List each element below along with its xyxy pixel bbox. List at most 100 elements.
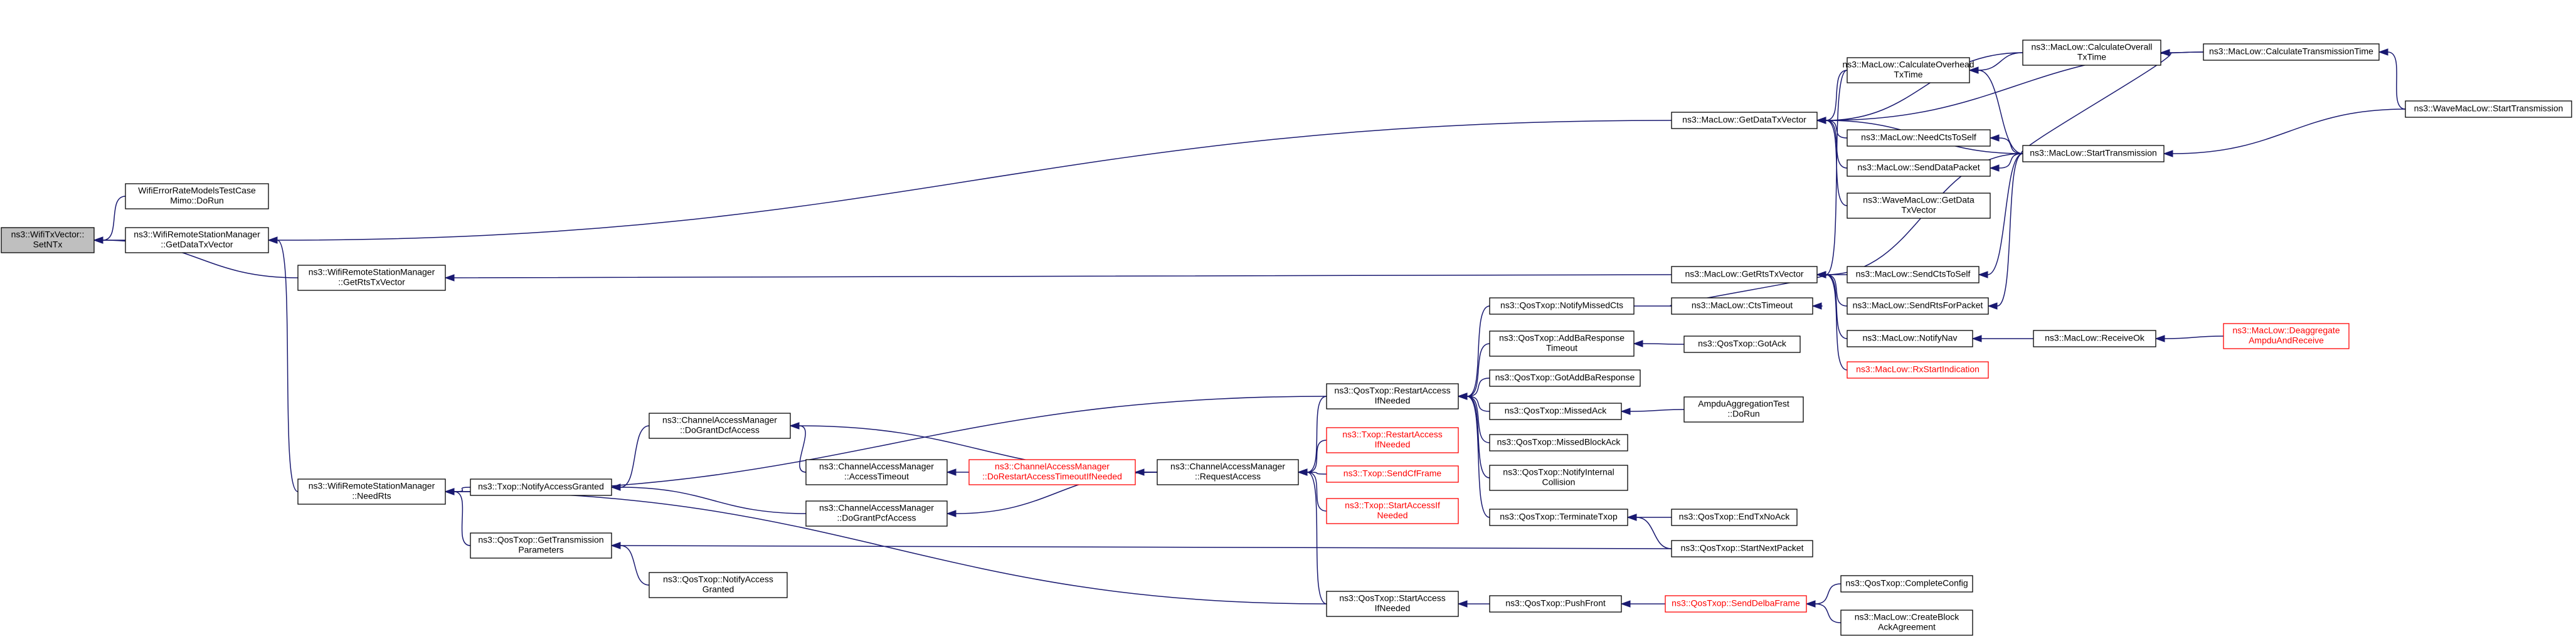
node-ns3-qostxop-senddelbaframe[interactable]: ns3::QosTxop::SendDelbaFrame [1665,595,1807,613]
node-ns3-qostxop-notifyaccess-granted[interactable]: ns3::QosTxop::NotifyAccessGranted [649,572,788,598]
node-ns3-channelaccessmanager-accesstimeout[interactable]: ns3::ChannelAccessManager::AccessTimeout [805,459,948,485]
arrowhead [1297,468,1308,476]
node-label: Collision [1542,477,1576,487]
edge-n43-to-n4 [444,488,471,546]
node-label: ns3::MacLow::NotifyNav [1863,333,1958,343]
node-ns3-wifiremotestationmanager-getdatatxvector[interactable]: ns3::WifiRemoteStationManager::GetDataTx… [125,227,269,253]
node-label: IfNeeded [1375,603,1411,613]
node-box [1671,540,1813,557]
node-ns3-maclow-sendrtsforpacket[interactable]: ns3::MacLow::SendRtsForPacket [1847,297,1989,315]
node-ns3-maclow-receiveok[interactable]: ns3::MacLow::ReceiveOk [2033,330,2156,347]
node-ns3-qostxop-terminatetxop[interactable]: ns3::QosTxop::TerminateTxop [1489,509,1628,526]
node-box [1489,297,1635,315]
node-label: ns3::MacLow::CalculateOverhead [1842,60,1974,70]
edge-line [2172,108,2406,154]
node-ampduaggregationtest-dorun[interactable]: AmpduAggregationTest::DoRun [1683,396,1804,423]
edge-line [1466,396,1490,478]
node-ns3-qostxop-missedack[interactable]: ns3::QosTxop::MissedAck [1489,403,1622,420]
node-ns3-txop-notifyaccessgranted[interactable]: ns3::Txop::NotifyAccessGranted [470,478,612,496]
edge-line [1307,440,1327,473]
edge-n14-to-n5 [1816,117,1848,206]
node-ns3-qostxop-endtxnoack[interactable]: ns3::QosTxop::EndTxNoAck [1671,509,1798,526]
node-ns3-maclow-sendctstoself[interactable]: ns3::MacLow::SendCtsToSelf [1847,266,1980,283]
edge-n45-to-n37 [1297,468,1327,605]
node-ns3-qostxop-completeconfig[interactable]: ns3::QosTxop::CompleteConfig [1840,575,1973,593]
node-label: ns3::ChannelAccessManager [1170,462,1285,472]
node-box [1665,595,1807,613]
node-ns3-maclow-senddatapacket[interactable]: ns3::MacLow::SendDataPacket [1847,159,1991,177]
node-ns3-qostxop-gotack[interactable]: ns3::QosTxop::GotAck [1683,335,1801,353]
node-label: ns3::QosTxop::RestartAccess [1334,386,1450,396]
arrowhead [610,542,621,549]
arrowhead [1811,302,1822,310]
node-ns3-channelaccessmanager-dograntpcfaccess[interactable]: ns3::ChannelAccessManager::DoGrantPcfAcc… [805,500,948,527]
node-ns3-maclow-needctstoself[interactable]: ns3::MacLow::NeedCtsToSelf [1847,129,1991,147]
node-box [1847,57,1970,83]
edge-line [1825,120,1848,139]
node-ns3-wifitxvector-setntx[interactable]: ns3::WifiTxVector::SetNTx [1,227,95,253]
node-ns3-wavemaclow-starttransmission[interactable]: ns3::WaveMacLow::StartTransmission [2405,100,2572,118]
node-ns3-maclow-ctstimeout[interactable]: ns3::MacLow::CtsTimeout [1671,297,1813,315]
edge-n38-to-n39 [946,468,969,476]
node-label: AckAgreement [1878,622,1936,632]
arrowhead [1805,600,1816,608]
node-label: ns3::QosTxop::StartAccess [1339,593,1446,603]
arrowhead [1978,271,1988,278]
node-label: ns3::MacLow::SendCtsToSelf [1856,269,1971,279]
edge-n28-to-n33 [1457,393,1490,443]
edge-line [798,425,807,473]
node-ns3-wifiremotestationmanager-needrts[interactable]: ns3::WifiRemoteStationManager::NeedRts [297,478,446,505]
node-ns3-maclow-notifynav[interactable]: ns3::MacLow::NotifyNav [1847,330,1973,347]
edge-line [1825,70,1848,121]
node-ns3-wifiremotestationmanager-getrtstxvector[interactable]: ns3::WifiRemoteStationManager::GetRtsTxV… [297,265,446,291]
edge-n34-to-n37 [1297,440,1327,476]
node-box [2203,43,2380,61]
node-box [1847,330,1973,347]
node-box [1489,509,1628,526]
edge-line [1466,396,1490,412]
edge-n47-to-n46 [1620,600,1665,608]
node-label: ns3::QosTxop::AddBaResponse [1499,333,1625,343]
edge-line [1996,153,2023,307]
edge-line [453,491,1327,605]
node-ns3-maclow-starttransmission[interactable]: ns3::MacLow::StartTransmission [2022,145,2165,162]
node-ns3-qostxop-gotaddbaresponse[interactable]: ns3::QosTxop::GotAddBaResponse [1489,369,1641,387]
node-ns3-maclow-getrtstxvector[interactable]: ns3::MacLow::GetRtsTxVector [1671,266,1818,283]
node-box [297,478,446,505]
node-ns3-maclow-getdatatxvector[interactable]: ns3::MacLow::GetDataTxVector [1671,112,1818,129]
node-box [1847,266,1980,283]
node-ns3-qostxop-pushfront[interactable]: ns3::QosTxop::PushFront [1489,595,1622,613]
node-ns3-channelaccessmanager-dorestartaccesstimeoutifneeded[interactable]: ns3::ChannelAccessManager::DoRestartAcce… [968,459,1136,485]
node-ns3-qostxop-missedblockack[interactable]: ns3::QosTxop::MissedBlockAck [1489,434,1628,452]
node-ns3-channelaccessmanager-dograntdcfaccess[interactable]: ns3::ChannelAccessManager::DoGrantDcfAcc… [649,413,791,439]
node-box [1671,509,1798,526]
node-ns3-txop-sendcfframe[interactable]: ns3::Txop::SendCfFrame [1326,465,1459,483]
edge-line [1998,153,2023,169]
node-ns3-channelaccessmanager-requestaccess[interactable]: ns3::ChannelAccessManager::RequestAccess [1157,459,1299,485]
node-ns3-wavemaclow-getdata-txvector[interactable]: ns3::WaveMacLow::GetDataTxVector [1847,193,1991,219]
node-ns3-maclow-rxstartindication[interactable]: ns3::MacLow::RxStartIndication [1847,361,1989,379]
node-label: ns3::QosTxop::TerminateTxop [1500,512,1618,522]
arrowhead [610,483,621,491]
node-box [1671,297,1813,315]
node-ns3-maclow-calculatetransmissiontime[interactable]: ns3::MacLow::CalculateTransmissionTime [2203,43,2380,61]
node-ns3-qostxop-notifymissedcts[interactable]: ns3::QosTxop::NotifyMissedCts [1489,297,1635,315]
edge-line [1815,583,1842,605]
node-ns3-qostxop-startnextpacket[interactable]: ns3::QosTxop::StartNextPacket [1671,540,1813,557]
edge-line [102,196,126,241]
node-box [1489,330,1635,357]
node-box [1671,266,1818,283]
edge-n22-to-n33 [1457,305,1490,400]
